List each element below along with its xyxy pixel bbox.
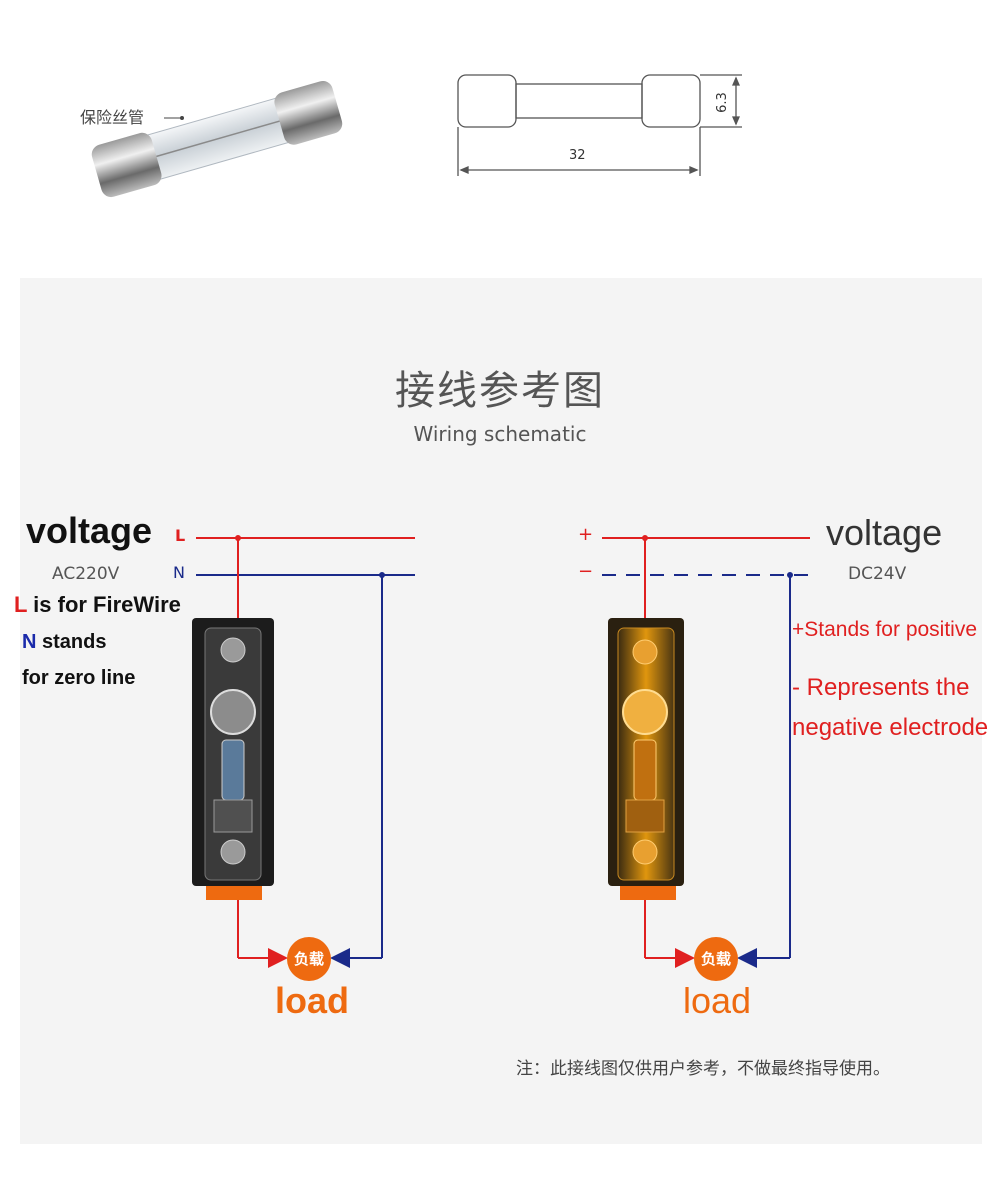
- neutral-note-text: stands: [36, 631, 107, 653]
- positive-line-label: +: [578, 524, 594, 545]
- positive-note: +Stands for positive: [792, 618, 978, 641]
- disclaimer-note: 注：此接线图仅供用户参考，不做最终指导使用。: [516, 1059, 890, 1079]
- live-line-label: L: [175, 526, 186, 545]
- fuse-holder-amber: [608, 618, 684, 900]
- fuse-dimension-drawing: [457, 74, 742, 176]
- fuse-tube-label: 保险丝管: [80, 108, 145, 127]
- right-load-label: load: [683, 980, 752, 1021]
- negative-note-line-2: negative electrode: [792, 714, 989, 741]
- dimension-length-label: 32: [569, 148, 586, 163]
- title-english: Wiring schematic: [413, 422, 587, 446]
- left-load-label: load: [275, 980, 350, 1021]
- fuse-holder-clear: [192, 618, 274, 900]
- neutral-line-label: N: [173, 563, 185, 582]
- neutral-note: N stands for zero line: [22, 624, 135, 696]
- right-voltage-value: DC24V: [848, 564, 907, 584]
- left-voltage-label: voltage: [26, 510, 153, 551]
- dimension-height-label: 6.3: [714, 92, 730, 113]
- live-note: L is for FireWire: [14, 592, 181, 618]
- negative-note-line-1: - Represents the: [792, 674, 970, 701]
- title-chinese: 接线参考图: [395, 368, 605, 414]
- negative-line-label: −: [578, 561, 594, 582]
- live-note-text: is for FireWire: [27, 592, 181, 617]
- right-load-badge: 负载: [694, 937, 738, 981]
- right-wiring: [602, 535, 810, 968]
- left-voltage-value: AC220V: [52, 564, 120, 584]
- neutral-note-letter: N: [22, 631, 37, 653]
- right-voltage-label: voltage: [826, 512, 943, 553]
- left-wiring: [196, 535, 415, 968]
- left-load-badge: 负载: [287, 937, 331, 981]
- live-note-letter: L: [14, 592, 28, 617]
- wiring-panel: [20, 278, 982, 1144]
- fuse-photo: [91, 80, 343, 198]
- negative-note: - Represents the negative electrode: [792, 668, 988, 748]
- neutral-note-text-2: for zero line: [22, 667, 136, 689]
